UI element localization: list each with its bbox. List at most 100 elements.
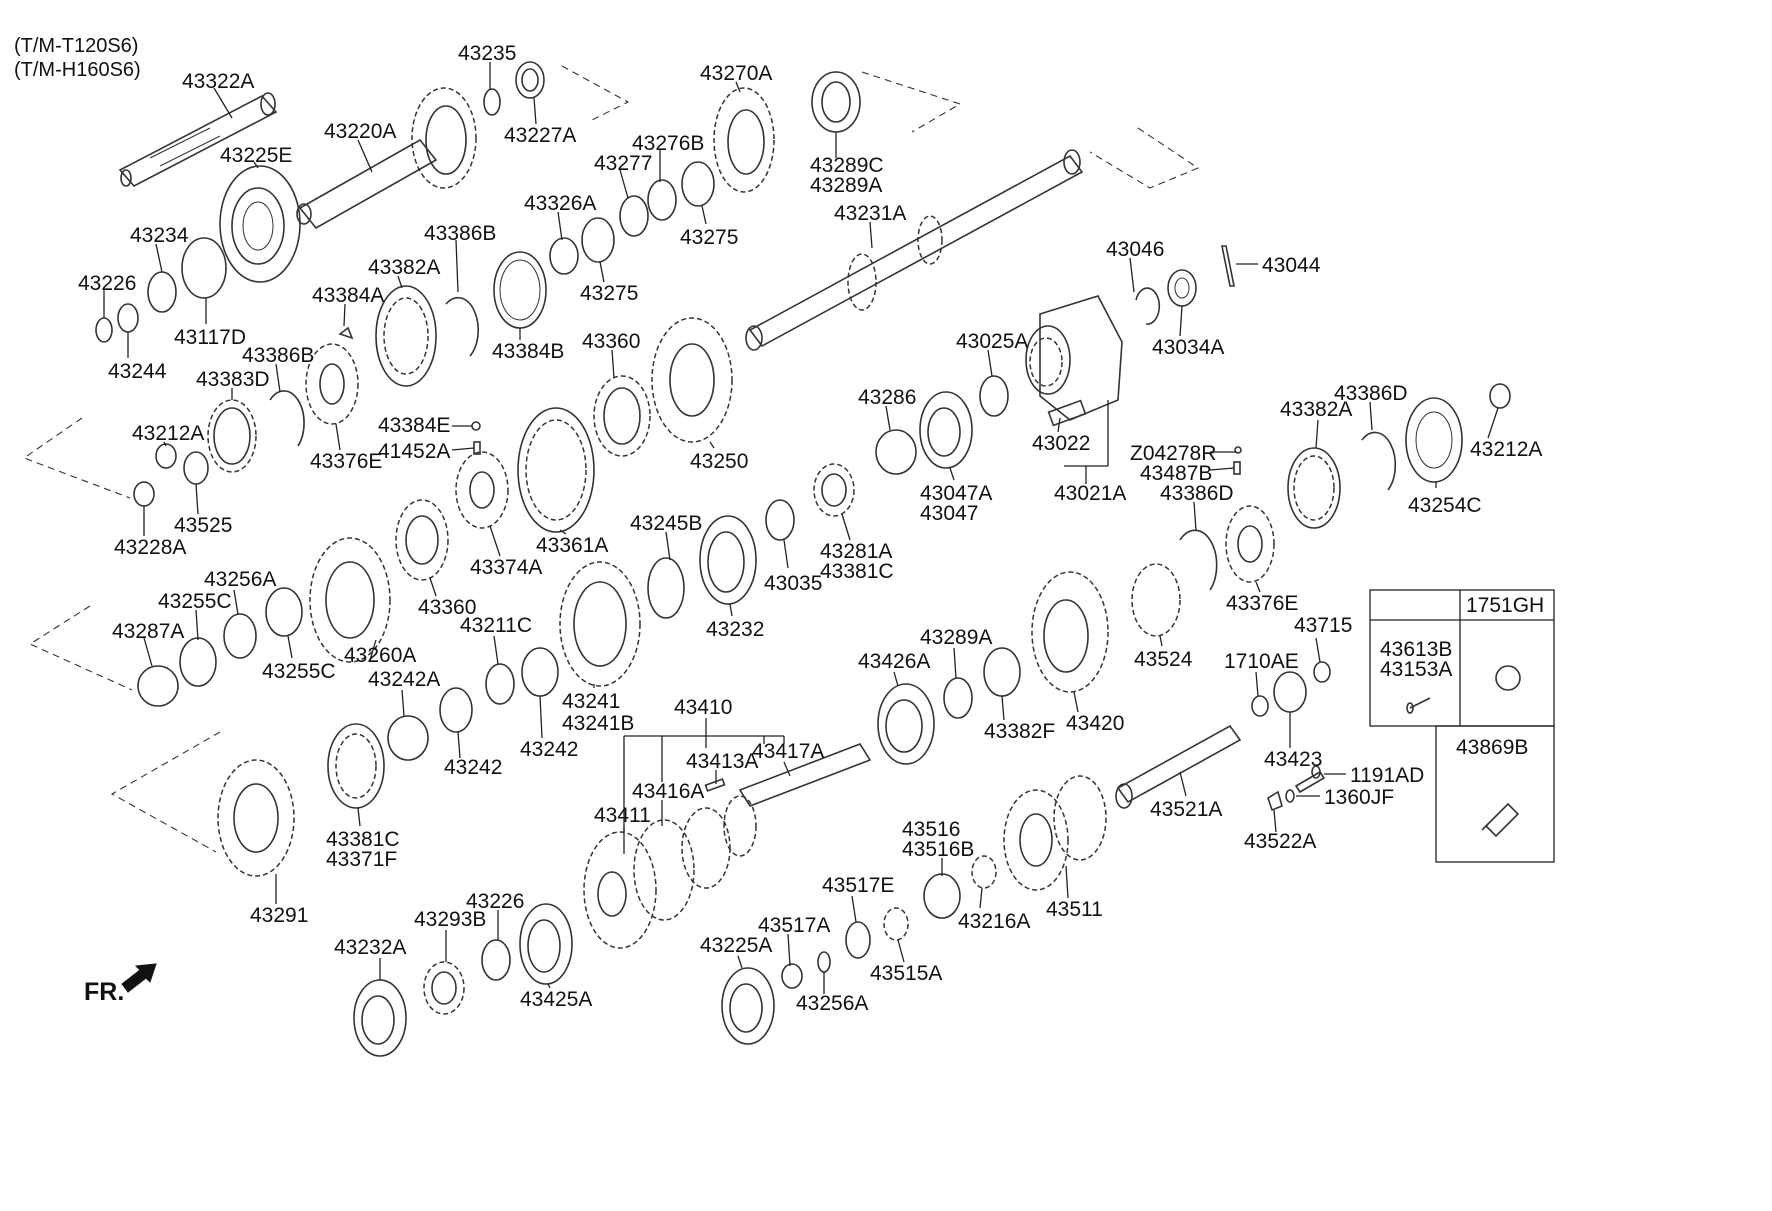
label-43382A-b: 43382A — [1280, 398, 1352, 421]
legend-left-line-2: 43153A — [1380, 658, 1452, 681]
label-43242A: 43242A — [368, 668, 440, 691]
label-43216A: 43216A — [958, 910, 1030, 933]
legend-left-line-1: 43613B — [1380, 638, 1452, 661]
seal-43025A-bearing-43047 — [875, 375, 1009, 475]
label-43044: 43044 — [1262, 254, 1321, 277]
small-parts-43046-43034A-43044 — [1135, 245, 1235, 325]
label-43381C-b: 43381C — [326, 828, 400, 851]
front-arrow-icon — [121, 963, 157, 993]
hub-43374A — [455, 451, 509, 529]
label-1360JF: 1360JF — [1324, 786, 1394, 809]
label-43382F: 43382F — [984, 720, 1055, 743]
label-43521A: 43521A — [1150, 798, 1222, 821]
label-43234: 43234 — [130, 224, 189, 247]
sleeve-43381C-43371F — [327, 723, 385, 809]
label-43244: 43244 — [108, 360, 167, 383]
bolts-1191AD-1360JF-43522A — [1267, 765, 1326, 812]
legend-header-right: 1751GH — [1466, 594, 1544, 617]
label-43047A: 43047A — [920, 482, 992, 505]
label-43382A-a: 43382A — [368, 256, 440, 279]
legend-bottom-title: 43869B — [1456, 736, 1528, 759]
sleeve-43361A — [517, 407, 595, 533]
model-code-line-1: (T/M-T120S6) — [14, 35, 138, 57]
label-43035: 43035 — [764, 572, 822, 595]
main-shaft-43231A — [745, 149, 1084, 351]
assembly-guide-lines — [22, 65, 1200, 853]
label-43232: 43232 — [706, 618, 764, 641]
input-gear-shaft-43220A — [296, 87, 477, 230]
label-43416A: 43416A — [632, 780, 704, 803]
label-43256A-b: 43256A — [796, 992, 868, 1015]
label-43525: 43525 — [174, 514, 232, 537]
label-43286: 43286 — [858, 386, 916, 409]
label-43289A-b: 43289A — [920, 626, 992, 649]
label-43516B: 43516B — [902, 838, 974, 861]
label-43411: 43411 — [594, 804, 651, 827]
companion-flange-43021A — [1025, 295, 1123, 427]
label-43386D: 43386D — [1334, 382, 1408, 405]
label-43425A: 43425A — [520, 988, 592, 1011]
snap-ring-43386B — [269, 296, 479, 447]
label-43487B: 43487B — [1140, 462, 1212, 485]
label-43289C: 43289C — [810, 154, 884, 177]
label-43511: 43511 — [1046, 898, 1103, 921]
label-43517E: 43517E — [822, 874, 894, 897]
label-43517A: 43517A — [758, 914, 830, 937]
label-43047: 43047 — [920, 502, 978, 525]
label-43220A: 43220A — [324, 120, 396, 143]
label-43361A: 43361A — [536, 534, 608, 557]
sensor-icon — [1484, 802, 1520, 838]
label-43211C: 43211C — [460, 614, 532, 637]
label-Z04278R: Z04278R — [1130, 442, 1216, 465]
bearing-43225A — [721, 967, 775, 1045]
label-43524: 43524 — [1134, 648, 1193, 671]
label-41452A: 41452A — [378, 440, 450, 463]
label-43381C-a: 43381C — [820, 560, 894, 583]
label-43420: 43420 — [1066, 712, 1124, 735]
sleeve-43382A-left — [375, 285, 437, 387]
legend-table: 1751GH 43613B 43153A 43869B — [1369, 589, 1555, 863]
label-43423: 43423 — [1264, 748, 1322, 771]
label-43254C: 43254C — [1408, 494, 1482, 517]
label-43250: 43250 — [690, 450, 748, 473]
label-43281A: 43281A — [820, 540, 892, 563]
label-43225A: 43225A — [700, 934, 772, 957]
label-43022: 43022 — [1032, 432, 1090, 455]
cluster-gear-43511 — [1003, 775, 1107, 891]
label-43293B: 43293B — [414, 908, 486, 931]
gear-43270A — [713, 87, 775, 193]
small-bearing-parts-top — [483, 61, 545, 116]
gear-43241 — [559, 561, 641, 687]
label-43287A: 43287A — [112, 620, 184, 643]
input-shaft-43322A — [118, 92, 278, 188]
left-lower-gears — [309, 499, 449, 663]
label-1191AD: 1191AD — [1350, 764, 1424, 787]
bearing-43425A — [519, 903, 573, 985]
label-43322A: 43322A — [182, 70, 254, 93]
gear-43420 — [1031, 571, 1109, 693]
seal-43289C — [811, 71, 861, 133]
label-43374A: 43374A — [470, 556, 542, 579]
gear-43250 — [651, 317, 733, 443]
label-43516: 43516 — [902, 818, 960, 841]
label-43245B: 43245B — [630, 512, 702, 535]
bearing-43293B — [423, 961, 465, 1015]
label-43242-b: 43242 — [520, 738, 578, 761]
bearing-43225E — [219, 165, 301, 283]
label-43426A: 43426A — [858, 650, 930, 673]
label-43291: 43291 — [250, 904, 308, 927]
front-label: FR. — [84, 978, 124, 1006]
right-hub-43376E — [1131, 505, 1275, 637]
gear-43291 — [217, 759, 295, 877]
counter-shaft-43410 — [583, 743, 872, 949]
label-43715: 43715 — [1294, 614, 1352, 637]
label-43242-a: 43242 — [444, 756, 502, 779]
label-43410: 43410 — [674, 696, 732, 719]
label-43384E: 43384E — [378, 414, 450, 437]
ring-43226-lower — [481, 939, 511, 981]
label-43384A: 43384A — [312, 284, 384, 307]
sync-ring-43383D — [207, 399, 257, 473]
label-1710AE: 1710AE — [1224, 650, 1299, 673]
label-43232A: 43232A — [334, 936, 406, 959]
